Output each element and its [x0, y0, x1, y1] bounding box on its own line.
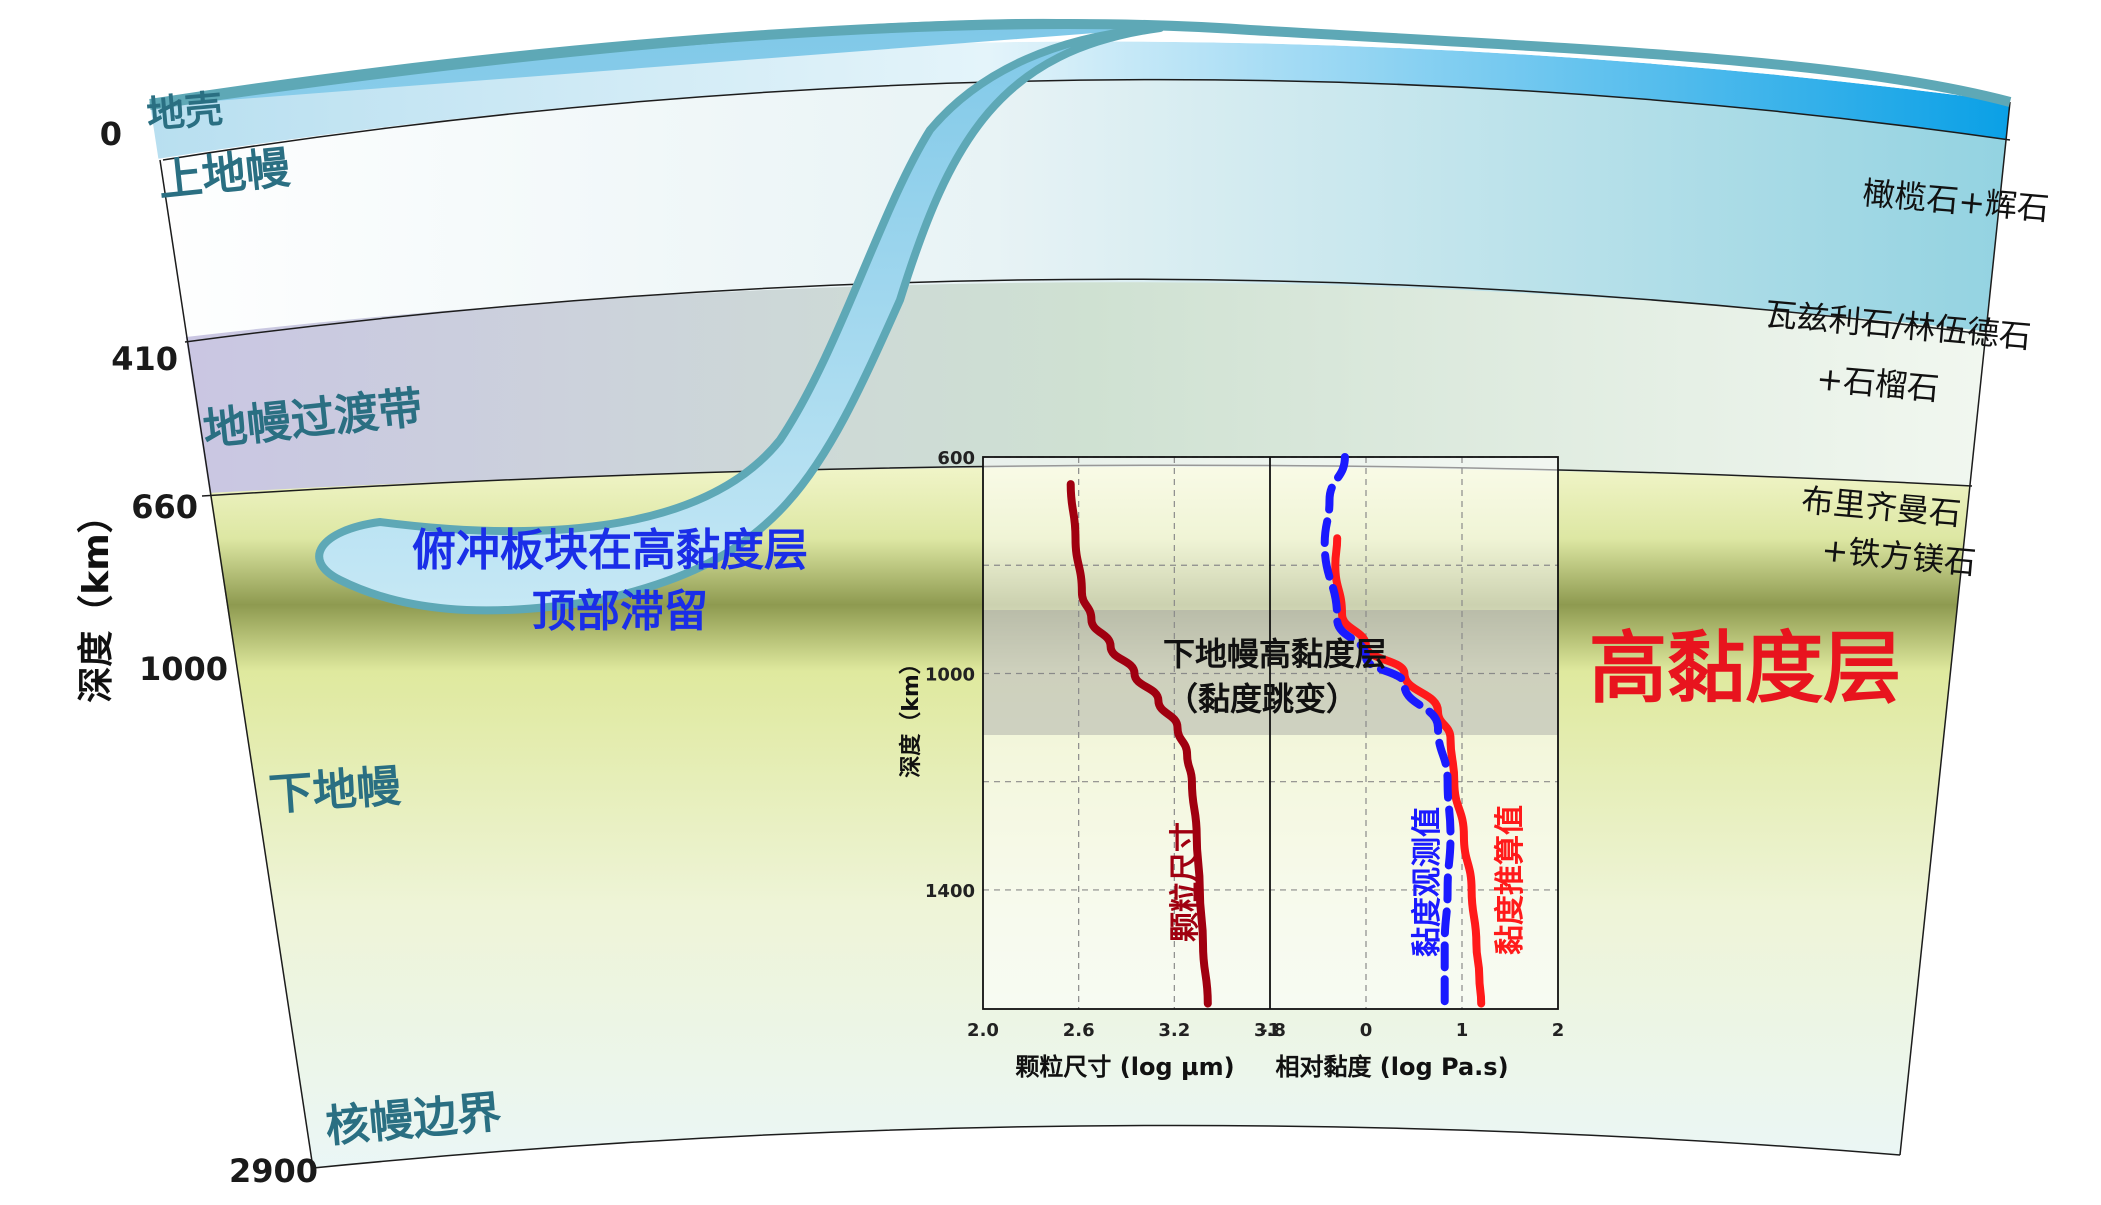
lower-mantle-label: 下地幔 — [267, 761, 402, 821]
grain-series-label: 颗粒尺寸 — [1168, 822, 1203, 942]
observed-series-label: 黏度观测值 — [1410, 807, 1445, 957]
series-line-p1-1 — [1320, 453, 1455, 1008]
depth-tick-410: 410 — [111, 340, 178, 378]
high-viscosity-label: 高黏度层 — [1589, 624, 1901, 714]
slab-top-edge — [149, 19, 2012, 109]
inset-xtick-p1-0: 0 — [1360, 1020, 1373, 1041]
depth-tick-1000: 1000 — [139, 650, 228, 688]
estimated-series-label: 黏度推算值 — [1493, 805, 1528, 955]
inset-xtick-p0-3.8: 3.8 — [1254, 1020, 1286, 1041]
inset-xtick-p0-2.6: 2.6 — [1063, 1020, 1095, 1041]
inset-xtick-p1--1: -1 — [1260, 1020, 1280, 1041]
upper-mantle-band — [150, 62, 2010, 345]
slab-note-line2: 顶部滞留 — [532, 586, 708, 637]
crust-band — [150, 41, 2010, 160]
slab-note-line1: 俯冲板块在高黏度层 — [412, 525, 808, 576]
grain-xlabel: 颗粒尺寸 (log µm) — [1015, 1053, 1234, 1081]
depth-axis-title: 深度（km） — [76, 497, 117, 702]
transition-zone-band — [150, 279, 2010, 498]
inset-ytick-1400: 1400 — [925, 881, 975, 902]
inset-xtick-p0-3.2: 3.2 — [1158, 1020, 1190, 1041]
viscosity-xlabel: 相对黏度 (log Pa.s) — [1275, 1053, 1508, 1081]
inset-ytick-1000: 1000 — [925, 664, 975, 685]
inset-chart: 600 1000 1400 2.0 2.6 3.2 3.8-1 0 1 2 下地幔高黏度层 （黏度… — [898, 448, 1564, 1081]
inset-xtick-p0-2.0: 2.0 — [967, 1020, 999, 1041]
inset-y-axis-label: 深度（km） — [898, 652, 924, 778]
inset-ytick-600: 600 — [937, 448, 975, 469]
inset-xtick-p1-2: 2 — [1552, 1020, 1565, 1041]
band-title: 下地幔高黏度层 — [1163, 635, 1387, 673]
depth-tick-0: 0 — [100, 115, 122, 153]
series-line-p1-0 — [1331, 534, 1486, 1008]
crust-label: 地壳 — [145, 87, 225, 137]
depth-tick-660: 660 — [131, 488, 198, 526]
series-line-p0-0 — [1066, 480, 1212, 1008]
band-subtitle: （黏度跳变） — [1166, 680, 1358, 718]
depth-tick-2900: 2900 — [229, 1152, 318, 1190]
inset-ticks: 600 1000 1400 2.0 2.6 3.2 3.8-1 0 1 2 — [925, 448, 1564, 1041]
inset-series — [1066, 453, 1486, 1008]
inset-xtick-p1-1: 1 — [1456, 1020, 1469, 1041]
